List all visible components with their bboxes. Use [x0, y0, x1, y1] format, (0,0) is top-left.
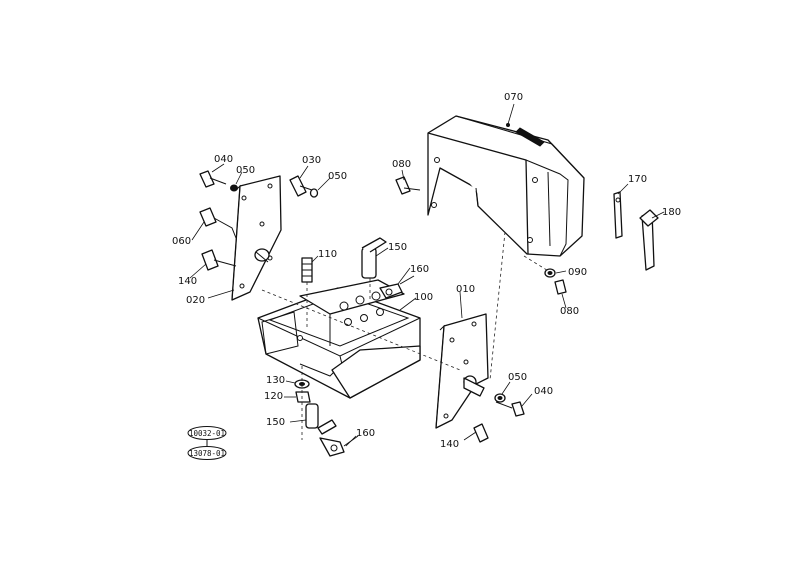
ref-stamp-2: 13078-01: [189, 449, 225, 458]
callout-040-right: 040: [534, 386, 553, 397]
callout-130: 130: [266, 375, 285, 386]
callout-050-mid: 050: [328, 171, 347, 182]
callout-030: 030: [302, 155, 321, 166]
callout-160-lower: 160: [356, 428, 375, 439]
callout-150-lower: 150: [266, 417, 285, 428]
washer-050-right: [494, 393, 506, 403]
callout-050-left: 050: [236, 165, 255, 176]
clip-160-lower: [319, 435, 359, 457]
callout-150-upper: 150: [388, 242, 407, 253]
base-frame-100: [257, 279, 421, 399]
bolt-040-right: [495, 401, 525, 417]
bolt-140-right: [473, 423, 489, 443]
ref-stamp-1: 10032-01: [189, 429, 225, 438]
callouts: 070 080 040 050 030 050 060 110 150 170 …: [172, 92, 681, 450]
callout-180: 180: [662, 207, 681, 218]
callout-080-upper: 080: [392, 159, 411, 170]
strap-170: [613, 191, 623, 239]
bolt-040-left: [199, 170, 238, 192]
bracket-part-010: [435, 313, 489, 429]
callout-120: 120: [264, 391, 283, 402]
cover-part-070: [427, 115, 585, 257]
reference-stamps: 10032-01 13078-01: [187, 426, 227, 460]
nut-120: [295, 391, 311, 403]
callout-010: 010: [456, 284, 475, 295]
bolt-080-lower: [554, 279, 567, 295]
callout-020: 020: [186, 295, 205, 306]
strap-180: [639, 209, 659, 271]
pin-030: [289, 175, 319, 198]
bracket-part-020: [231, 175, 282, 301]
callout-100: 100: [414, 292, 433, 303]
clip-160-upper: [379, 275, 415, 299]
bolt-060: [199, 207, 237, 239]
callout-140-right: 140: [440, 439, 459, 450]
callout-140-left: 140: [178, 276, 197, 287]
bolt-140-left: [201, 249, 237, 271]
pin-110: [301, 257, 313, 330]
callout-110: 110: [318, 249, 337, 260]
callout-050-right: 050: [508, 372, 527, 383]
callout-060: 060: [172, 236, 191, 247]
callout-170: 170: [628, 174, 647, 185]
callout-160-upper: 160: [410, 264, 429, 275]
callout-090: 090: [568, 267, 587, 278]
callout-080-lower: 080: [560, 306, 579, 317]
washer-090: [544, 268, 556, 278]
pin-150-upper: [361, 237, 387, 300]
bolt-080-upper: [395, 176, 421, 195]
callout-040-left: 040: [214, 154, 233, 165]
callout-070: 070: [504, 92, 523, 103]
pin-150-lower: [305, 403, 337, 435]
